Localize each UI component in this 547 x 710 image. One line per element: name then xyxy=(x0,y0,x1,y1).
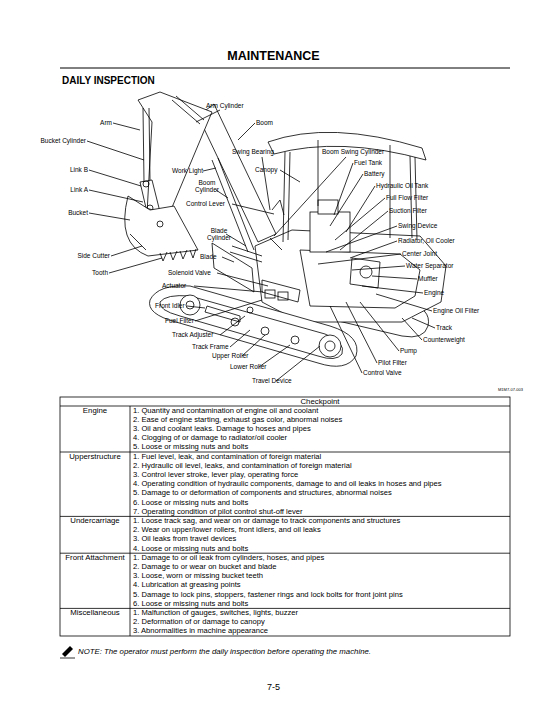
part-label: Track Frame xyxy=(192,343,229,350)
table-cell: 1. Fuel level, leak, and contamination o… xyxy=(133,453,321,462)
part-label: Travel Device xyxy=(252,377,292,384)
table-cell: 6. Loose or missing nuts and bolts xyxy=(133,499,248,508)
table-cell: 7. Operating condition of pilot control … xyxy=(133,508,303,517)
part-label: Arm xyxy=(100,119,112,126)
part-label: Full Flow Filter xyxy=(386,194,428,201)
table-cell: 3. Oil leaks from travel devices xyxy=(133,535,236,544)
part-label: Boom Swing Cylinder xyxy=(322,148,384,155)
table-cell: 1. Damage to or oil leak from cylinders,… xyxy=(133,554,324,563)
part-label: Center Joint xyxy=(402,250,437,257)
table-cell: 2. Hydraulic oil level, leaks, and conta… xyxy=(133,462,352,471)
part-label: Pilot Filter xyxy=(378,359,407,366)
page-number: 7-5 xyxy=(0,682,547,692)
table-cell: 1. Loose track sag, and wear on or damag… xyxy=(133,517,400,526)
part-label: Front Idler xyxy=(155,302,185,309)
part-label: Lower Roller xyxy=(230,363,267,370)
table-cell: 4. Loose or missing nuts and bolts xyxy=(133,545,248,554)
figure-code: M1M7-07-003 xyxy=(498,388,523,393)
table-row-head: Undercarriage xyxy=(60,517,130,526)
part-label: Track xyxy=(436,324,452,331)
part-label: Track Adjuster xyxy=(172,331,213,338)
part-label: Fuel Tank xyxy=(354,159,382,166)
part-label: Side Cutter xyxy=(77,252,110,259)
table-cell: 2. Wear on upper/lower rollers, front id… xyxy=(133,526,321,535)
table-row-head: Miscellaneous xyxy=(60,609,130,618)
note-icon xyxy=(60,646,75,658)
table-cell: 5. Loose or missing nuts and bolts xyxy=(133,443,248,452)
table-cell: 5. Damage to lock pins, stoppers, fasten… xyxy=(133,591,403,600)
part-label: Link B xyxy=(70,166,88,173)
table-cell: 2. Ease of engine starting, exhaust gas … xyxy=(133,416,342,425)
part-label: Blade xyxy=(200,253,217,260)
part-label: Bucket xyxy=(68,209,88,216)
table-cell: 4. Lubrication at greasing points xyxy=(133,581,241,590)
note-text: NOTE: The operator must perform the dail… xyxy=(78,648,371,657)
part-label: Radiator, Oil Cooler xyxy=(398,237,455,244)
table-cell: 4. Clogging of or damage to radiator/oil… xyxy=(133,434,287,443)
part-label: Actuator xyxy=(162,282,186,289)
part-label: Link A xyxy=(70,186,88,193)
table-row-head: Engine xyxy=(60,407,130,416)
table-cell: 1. Malfunction of gauges, switches, ligh… xyxy=(133,609,298,618)
part-label: Swing Device xyxy=(398,222,437,229)
part-label: Boom xyxy=(256,119,273,126)
part-label: Muffler xyxy=(418,275,438,282)
table-grid xyxy=(60,397,510,636)
part-label: Blade Cylinder xyxy=(204,227,234,242)
part-label: Control Valve xyxy=(363,369,402,376)
table-cell: 6. Loose or missing nuts and bolts xyxy=(133,600,248,609)
table-row-head: Upperstructure xyxy=(60,453,130,462)
part-label: Fuel Filter xyxy=(165,317,194,324)
page-title: MAINTENANCE xyxy=(0,49,547,63)
part-label: Water Separator xyxy=(406,262,453,269)
part-label: Canopy xyxy=(255,166,277,173)
part-label: Pump xyxy=(400,347,417,354)
part-label: Control Lever xyxy=(186,200,225,207)
table-cell: 4. Operating condition of hydraulic comp… xyxy=(133,480,442,489)
table-cell: 3. Oil and coolant leaks. Damage to hose… xyxy=(133,425,311,434)
table-row-head: Front Attachment xyxy=(60,554,130,563)
part-label: Bucket Cylinder xyxy=(40,137,86,144)
table-cell: 3. Abnormalities in machine appearance xyxy=(133,627,268,636)
part-label: Battery xyxy=(364,170,385,177)
table-cell: 5. Damage to or deformation of component… xyxy=(133,489,392,498)
part-label: Engine xyxy=(424,289,444,296)
part-label: Arm Cylinder xyxy=(206,102,244,109)
table-header: Checkpoint xyxy=(130,398,510,407)
part-label: Counterweight xyxy=(423,336,465,343)
part-label: Swing Bearing xyxy=(232,148,274,155)
part-label: Boom Cylinder xyxy=(192,179,222,194)
table-cell: 1. Quantity and contamination of engine … xyxy=(133,407,318,416)
table-cell: 3. Control lever stroke, lever play, ope… xyxy=(133,471,298,480)
table-cell: 2. Deformation of or damage to canopy xyxy=(133,618,265,627)
part-label: Suction Filter xyxy=(389,207,427,214)
table-cell: 2. Damage to or wear on bucket and blade xyxy=(133,563,277,572)
table-cell: 3. Loose, worn or missing bucket teeth xyxy=(133,572,263,581)
part-label: Work Light xyxy=(172,167,203,174)
part-label: Tooth xyxy=(92,269,108,276)
section-heading: DAILY INSPECTION xyxy=(62,75,155,87)
part-label: Hydraulic Oil Tank xyxy=(376,182,428,189)
part-label: Engine Oil Filter xyxy=(433,307,479,314)
part-label: Solenoid Valve xyxy=(168,269,211,276)
part-label: Upper Roller xyxy=(212,352,249,359)
